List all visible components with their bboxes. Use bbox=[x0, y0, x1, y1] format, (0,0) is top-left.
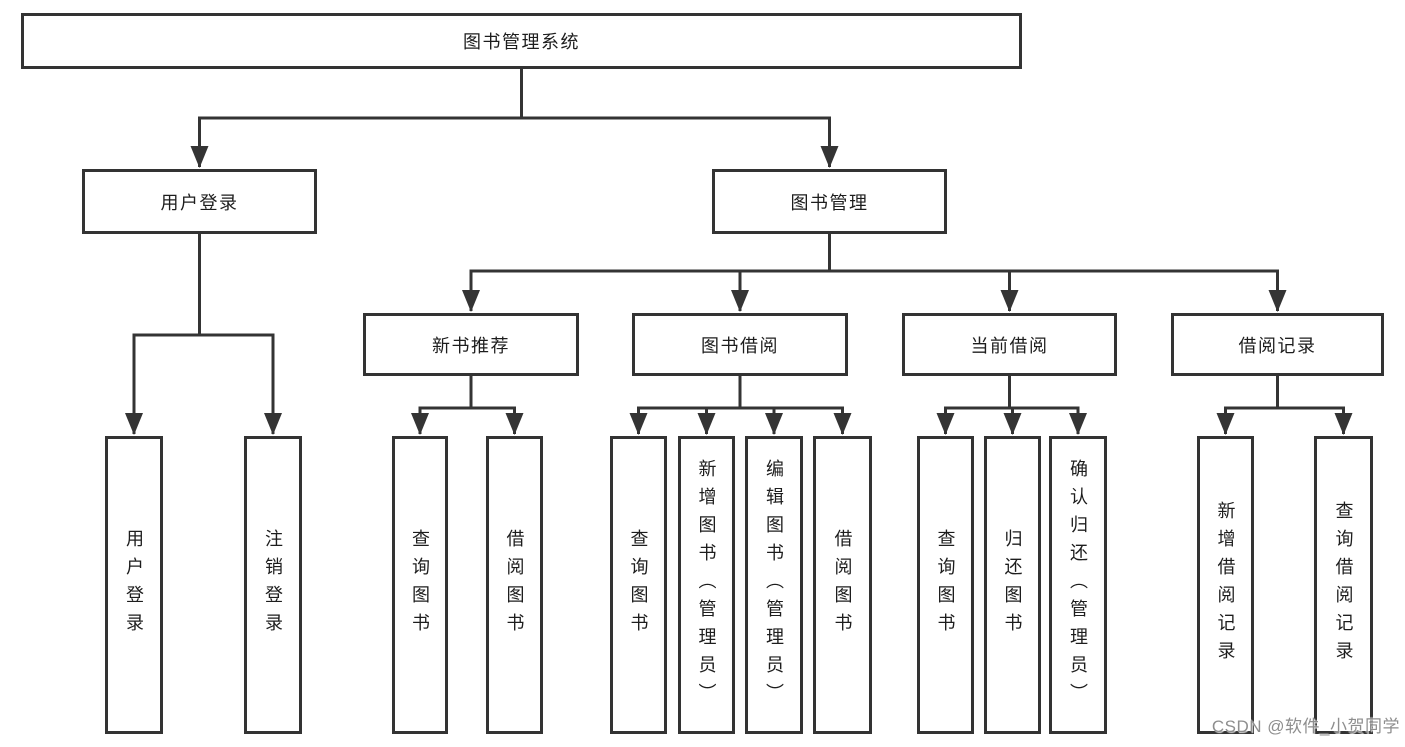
node-book-mgmt: 图书管理 bbox=[712, 169, 947, 234]
node-leaf-borrow-book-borrow: 借阅图书 bbox=[813, 436, 872, 734]
node-leaf-add-borrow-record: 新增借阅记录 bbox=[1197, 436, 1254, 734]
node-leaf-add-book-admin: 新增图书（管理员） bbox=[678, 436, 735, 734]
connector-book-mgmt-to-children bbox=[462, 234, 1287, 312]
node-leaf-return-book: 归还图书 bbox=[984, 436, 1041, 734]
node-leaf-query-book-new: 查询图书 bbox=[392, 436, 448, 734]
node-current-borrow: 当前借阅 bbox=[902, 313, 1117, 376]
node-leaf-logout-login: 注销登录 bbox=[244, 436, 302, 734]
connector-current-borrow-to-children bbox=[936, 376, 1087, 435]
connector-borrow-record-to-children bbox=[1216, 376, 1353, 435]
node-root: 图书管理系统 bbox=[21, 13, 1022, 69]
node-leaf-query-book-borrow: 查询图书 bbox=[610, 436, 667, 734]
node-new-book-rec: 新书推荐 bbox=[363, 313, 579, 376]
connector-book-borrow-to-children bbox=[629, 376, 852, 435]
connector-user-login-to-children bbox=[125, 234, 282, 435]
connector-root-to-children bbox=[190, 69, 839, 168]
node-leaf-borrow-book-new: 借阅图书 bbox=[486, 436, 543, 734]
node-leaf-edit-book-admin: 编辑图书（管理员） bbox=[745, 436, 803, 734]
connector-new-book-rec-to-children bbox=[411, 376, 524, 435]
node-leaf-query-book-current: 查询图书 bbox=[917, 436, 974, 734]
node-leaf-confirm-return-admin: 确认归还（管理员） bbox=[1049, 436, 1107, 734]
node-leaf-query-borrow-record: 查询借阅记录 bbox=[1314, 436, 1373, 734]
node-book-borrow: 图书借阅 bbox=[632, 313, 848, 376]
node-user-login: 用户登录 bbox=[82, 169, 317, 234]
csdn-watermark: CSDN @软件_小贺同学 bbox=[1211, 717, 1400, 736]
node-borrow-record: 借阅记录 bbox=[1171, 313, 1384, 376]
node-leaf-user-login: 用户登录 bbox=[105, 436, 163, 734]
